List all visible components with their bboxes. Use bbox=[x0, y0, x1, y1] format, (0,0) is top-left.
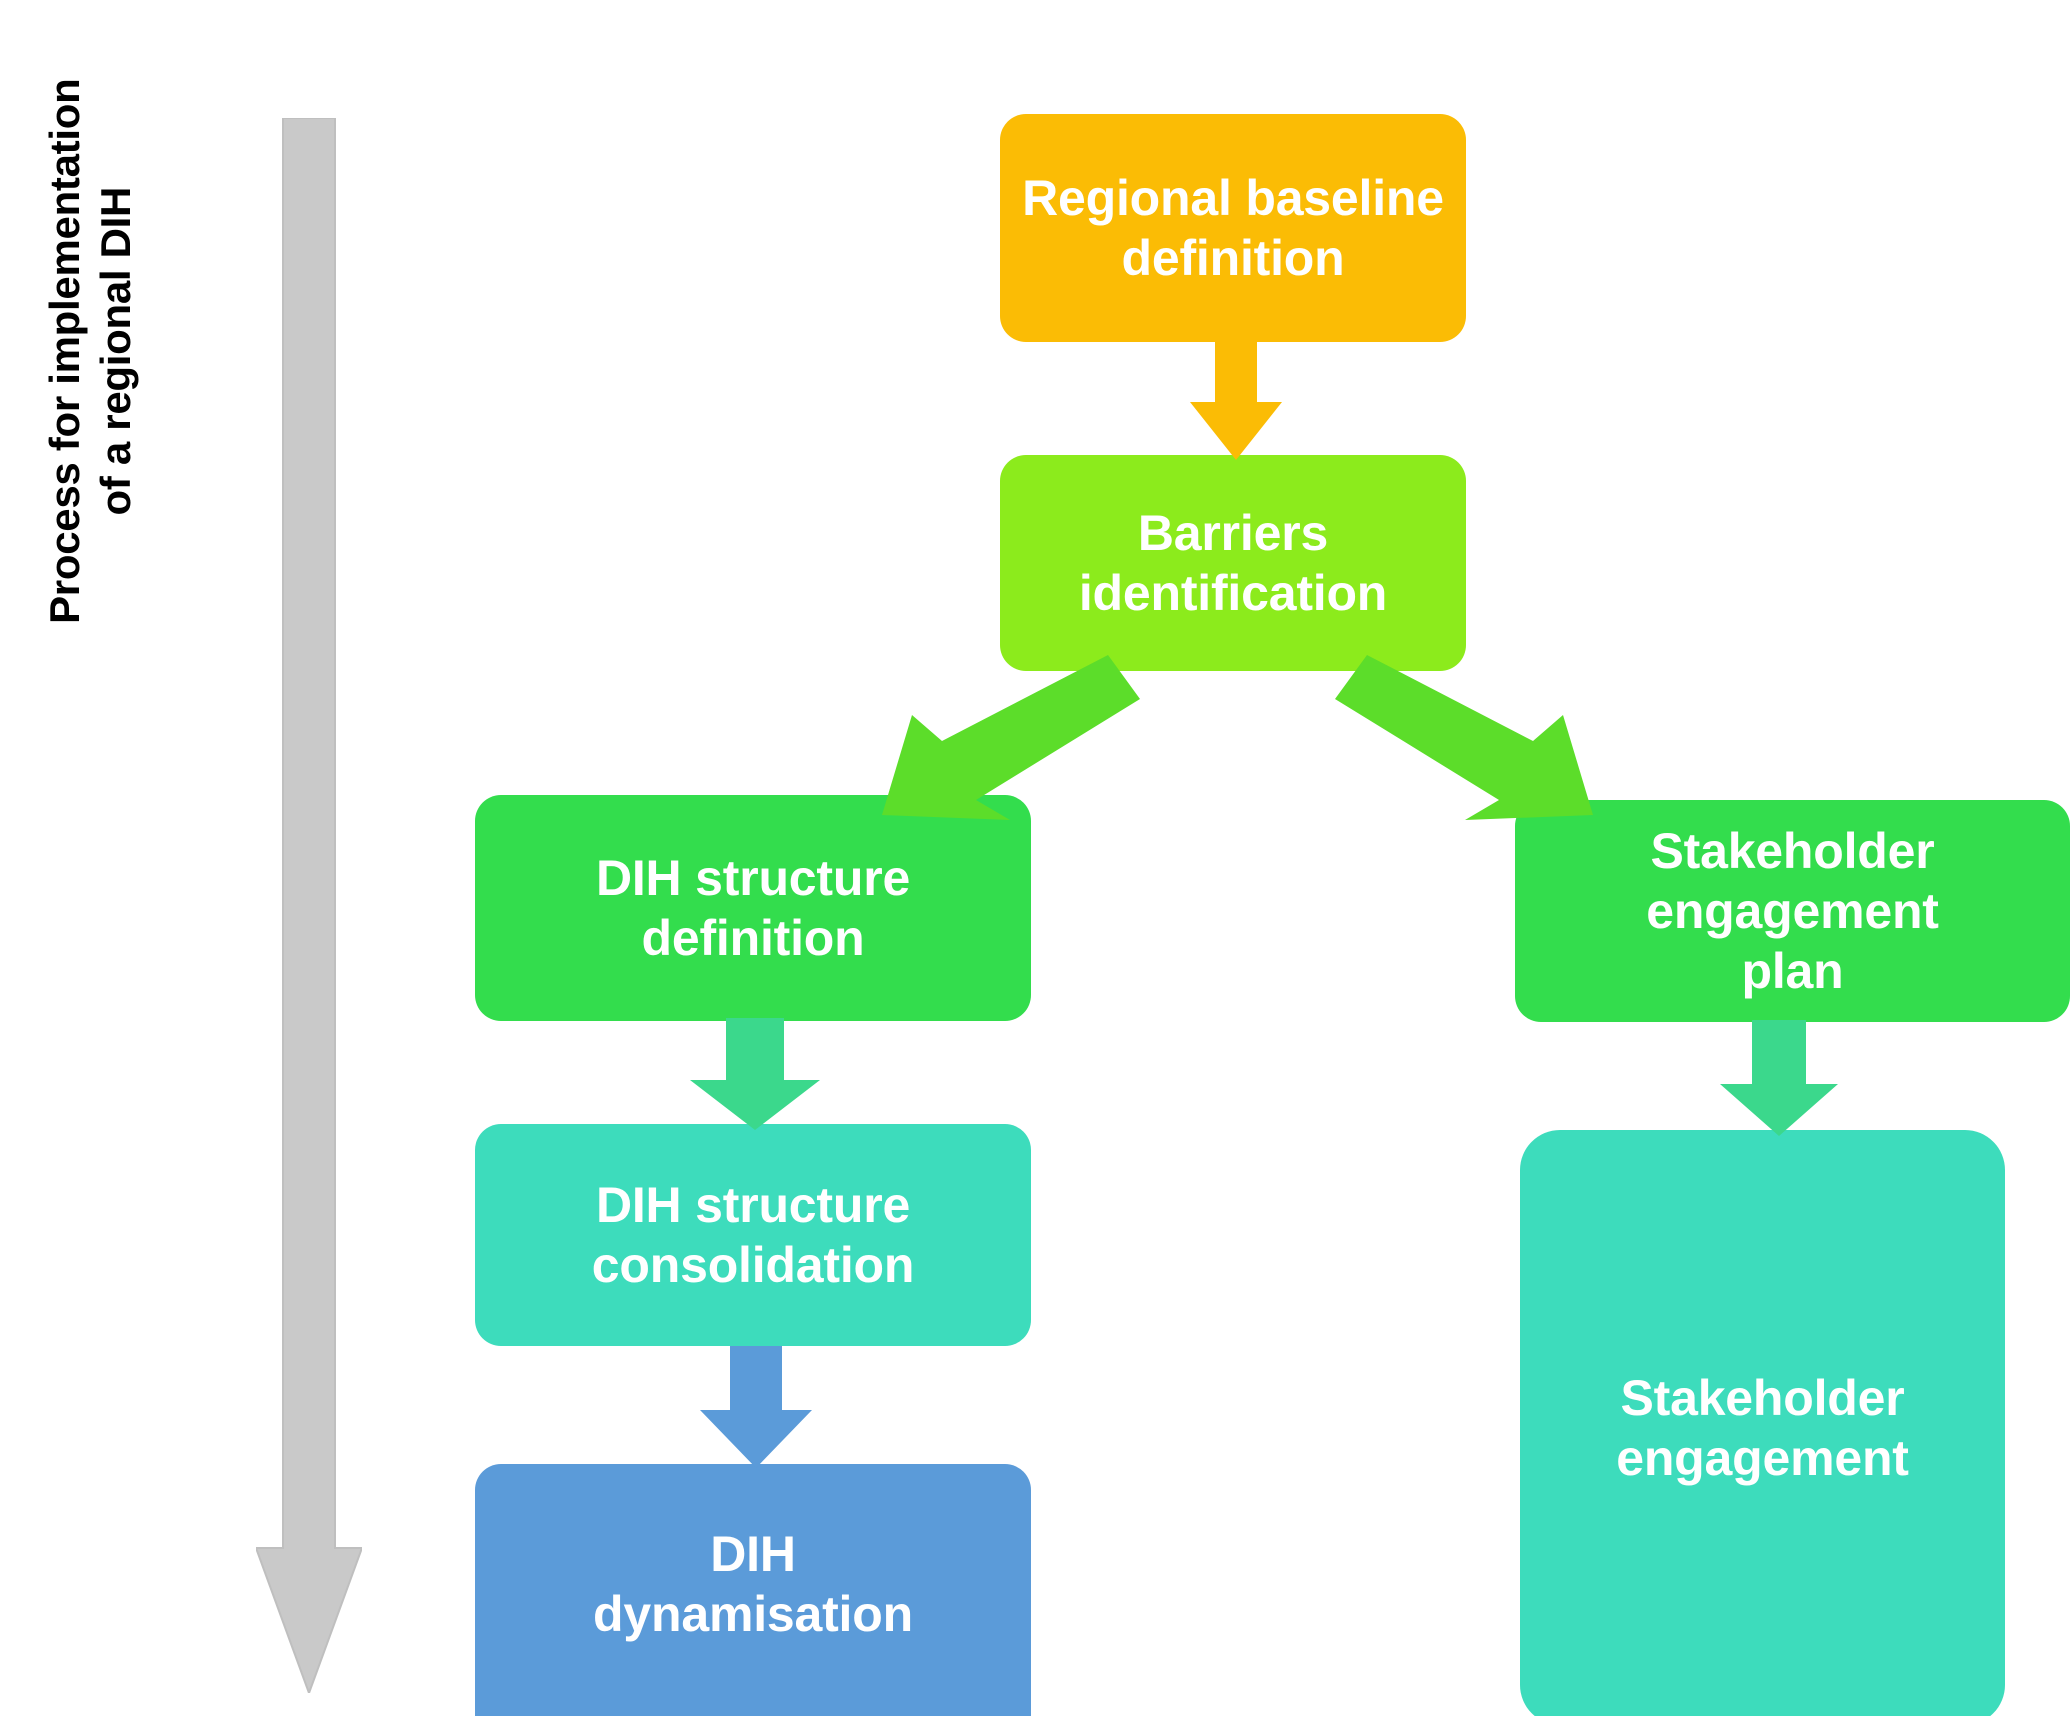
node-stakeholder-engagement-plan[interactable]: Stakeholder engagement plan bbox=[1515, 800, 2070, 1022]
node-label: DIH structure consolidation bbox=[591, 1177, 915, 1293]
arrow-down-icon bbox=[1190, 340, 1282, 460]
node-barriers-identification[interactable]: Barriers identification bbox=[1000, 455, 1466, 671]
edge-baseline-to-barriers bbox=[1190, 340, 1282, 460]
node-label: Stakeholder engagement plan bbox=[1646, 823, 1939, 999]
node-dih-structure-consolidation[interactable]: DIH structure consolidation bbox=[475, 1124, 1031, 1346]
node-label: Barriers identification bbox=[1078, 505, 1388, 621]
edge-barriers-to-dih-structure-definition bbox=[860, 655, 1140, 820]
node-regional-baseline-definition[interactable]: Regional baseline definition bbox=[1000, 114, 1466, 342]
downward-process-arrow bbox=[254, 117, 364, 1696]
node-label: Stakeholder engagement bbox=[1616, 1369, 1909, 1486]
arrow-down-icon bbox=[690, 1018, 820, 1130]
edge-consolidation-to-dynamisation bbox=[700, 1346, 812, 1468]
arrow-down-left-icon bbox=[882, 655, 1140, 820]
edge-barriers-to-stakeholder-plan bbox=[1335, 655, 1615, 820]
arrow-down-icon bbox=[700, 1346, 812, 1468]
arrow-down-right-icon bbox=[1335, 655, 1593, 820]
node-label: Regional baseline definition bbox=[1022, 170, 1444, 286]
node-stakeholder-engagement[interactable]: Stakeholder engagement bbox=[1520, 1130, 2005, 1716]
node-label: DIH structure definition bbox=[595, 850, 911, 966]
downward-process-arrow-icon bbox=[254, 117, 364, 1696]
edge-plan-to-engagement bbox=[1720, 1020, 1838, 1136]
node-dih-dynamisation[interactable]: DIH dynamisation bbox=[475, 1464, 1031, 1716]
edge-definition-to-consolidation bbox=[690, 1018, 820, 1130]
node-dih-structure-definition[interactable]: DIH structure definition bbox=[475, 795, 1031, 1021]
process-side-label: Process for implementation of a regional… bbox=[40, 78, 139, 624]
node-label: DIH dynamisation bbox=[593, 1526, 913, 1642]
arrow-down-icon bbox=[1720, 1020, 1838, 1136]
